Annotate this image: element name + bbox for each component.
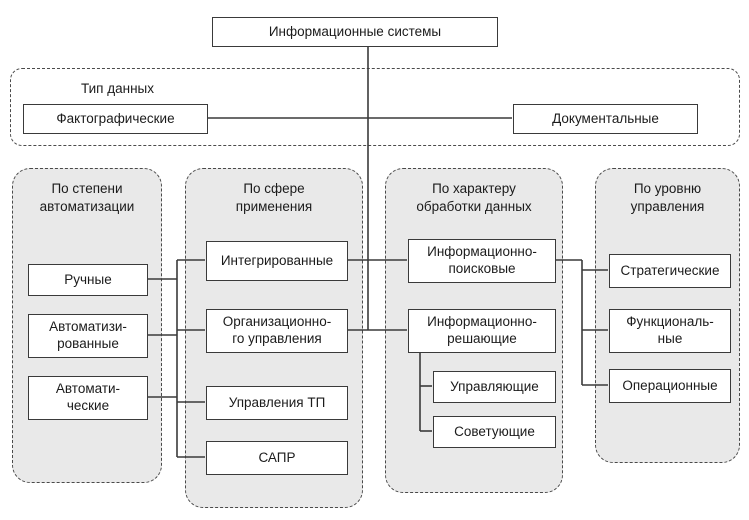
group-data-processing: По характеру обработки данных Информацио…	[385, 168, 563, 493]
group-data-type: Тип данных Фактографические Документальн…	[10, 68, 740, 146]
node-organizational-management: Организационно- го управления	[206, 309, 348, 353]
node-process-control: Управления ТП	[206, 386, 348, 420]
node-controlling: Управляющие	[433, 371, 556, 403]
group-application-sphere: По сфере применения Интегрированные Орга…	[185, 168, 363, 508]
node-advising: Советующие	[433, 416, 556, 448]
node-cad: САПР	[206, 441, 348, 475]
group-application-sphere-title: По сфере применения	[235, 181, 313, 214]
node-functional: Функциональ- ные	[609, 309, 731, 353]
node-factographic: Фактографические	[23, 104, 208, 134]
node-integrated: Интегрированные	[206, 241, 348, 281]
node-documentary: Документальные	[513, 104, 698, 134]
node-information-retrieval: Информационно- поисковые	[408, 239, 556, 283]
node-automatic: Автомати- ческие	[28, 376, 148, 420]
group-automation-degree-title: По степени автоматизации	[39, 181, 135, 214]
node-operational: Операционные	[609, 369, 731, 403]
node-manual: Ручные	[28, 264, 148, 296]
group-automation-degree: По степени автоматизации Ручные Автомати…	[12, 168, 162, 483]
node-information-systems: Информационные системы	[212, 17, 498, 47]
group-data-type-title: Тип данных	[80, 81, 154, 96]
node-strategic: Стратегические	[609, 254, 731, 288]
node-automated: Автоматизи- рованные	[28, 314, 148, 358]
group-data-processing-title: По характеру обработки данных	[416, 181, 532, 214]
group-management-level: По уровню управления Стратегические Функ…	[595, 168, 740, 463]
group-management-level-title: По уровню управления	[630, 181, 705, 214]
node-information-deciding: Информационно- решающие	[408, 309, 556, 353]
